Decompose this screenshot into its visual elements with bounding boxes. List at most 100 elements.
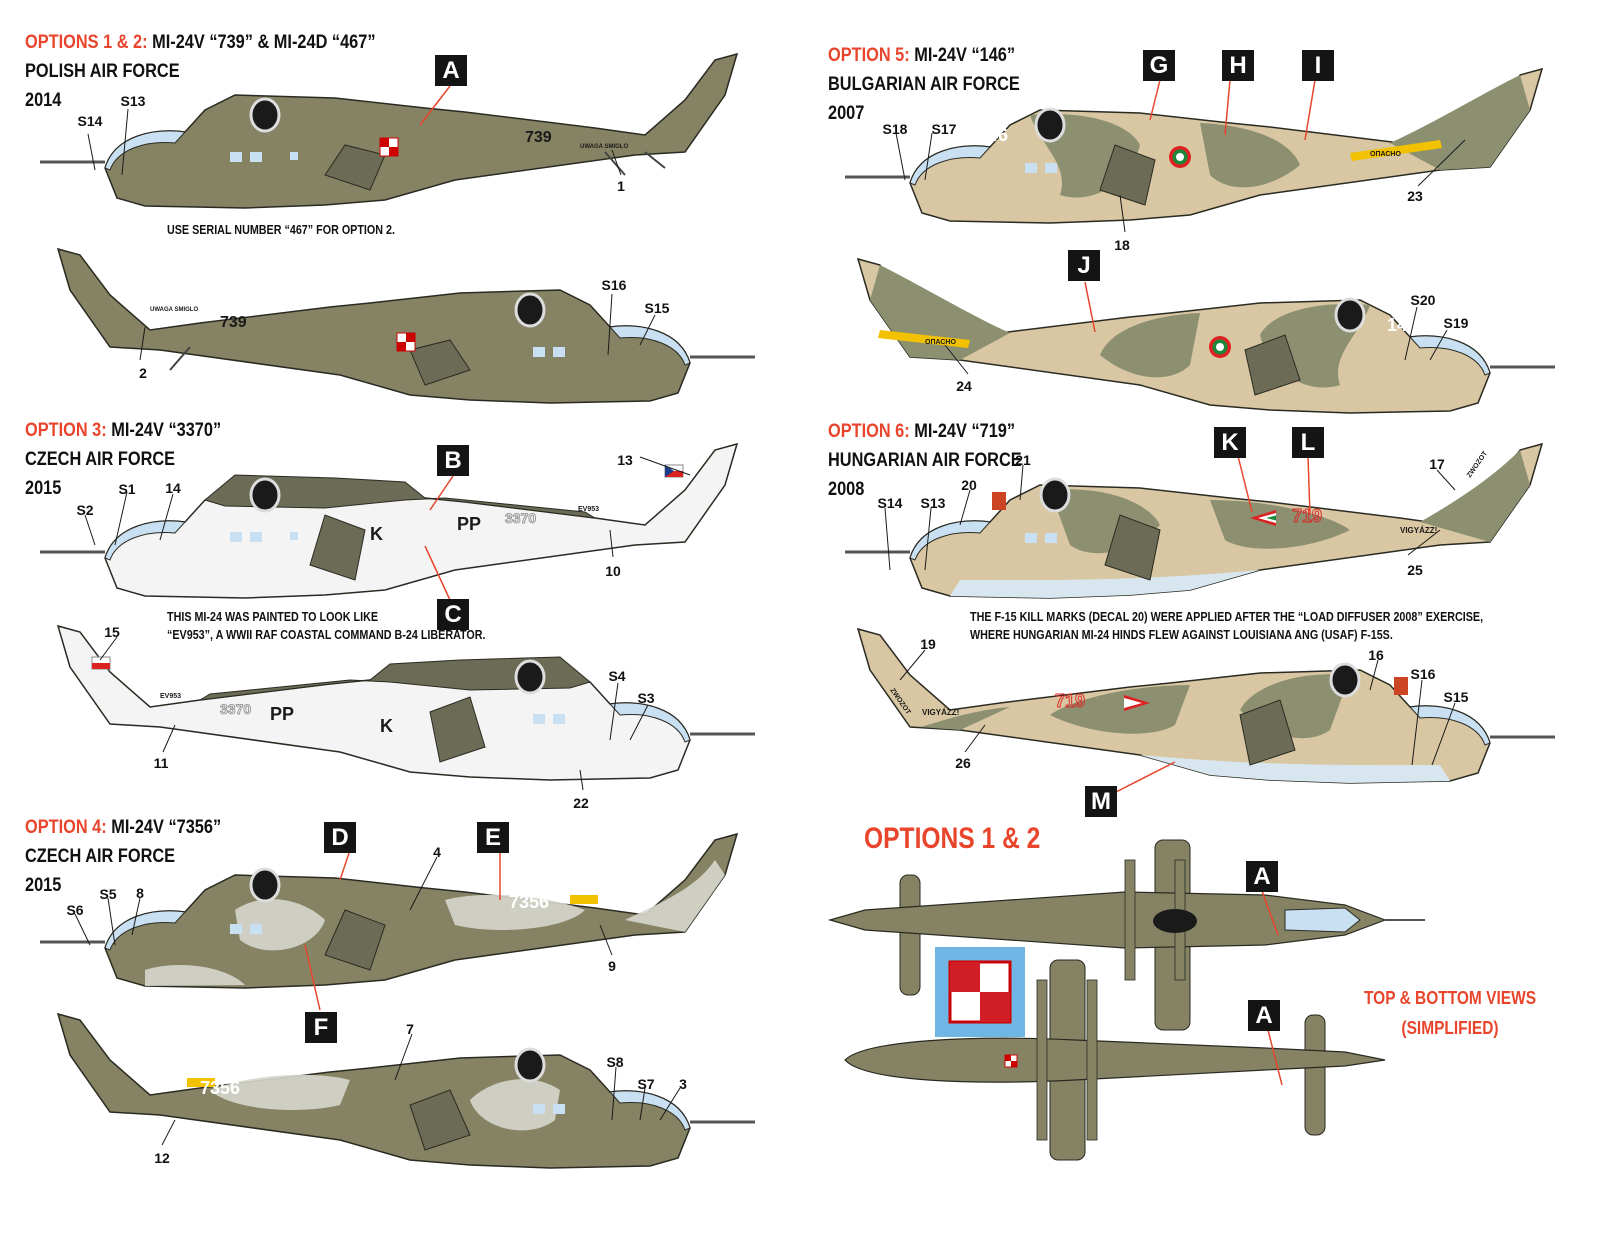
decal-number: S18 xyxy=(882,121,908,137)
option-label: OPTIONS 1 & 2: xyxy=(25,32,148,53)
model-label: MI-24V “739” & MI-24D “467” xyxy=(152,32,376,53)
year-label: 2007 xyxy=(828,103,865,124)
decal-number: 10 xyxy=(605,563,621,579)
paint-tag-b: B xyxy=(437,445,469,476)
decal-number: 7 xyxy=(406,1021,414,1037)
profile-polish-right: 739 UWAGA SMIGLO xyxy=(56,247,755,404)
air-force-label: CZECH AIR FORCE xyxy=(25,449,176,470)
tail-warning-text: UWAGA SMIGLO xyxy=(150,307,198,313)
decal-number: S6 xyxy=(66,902,84,918)
bottom-view xyxy=(844,959,1386,1161)
model-label: MI-24V “146” xyxy=(914,45,1016,66)
decal-number: 24 xyxy=(956,378,972,394)
paint-tag-h: H xyxy=(1222,50,1254,81)
paint-tag-e: E xyxy=(477,822,509,853)
plan-views xyxy=(827,839,1425,1161)
profile-polish-left: 739 UWAGA SMIGLO xyxy=(40,52,739,209)
decal-number: S8 xyxy=(606,1054,624,1070)
decal-number: S16 xyxy=(1410,666,1436,682)
paint-tag-a-top: A xyxy=(1246,861,1278,892)
decal-number: S2 xyxy=(76,502,94,518)
note-line: WHERE HUNGARIAN MI-24 HINDS FLEW AGAINST… xyxy=(970,628,1393,642)
option6-note: THE F-15 KILL MARKS (DECAL 20) WERE APPL… xyxy=(970,608,1483,644)
tail-warning-text: ОПАСНО xyxy=(925,339,956,346)
ev-serial: EV953 xyxy=(578,506,599,513)
option-label: OPTION 3: xyxy=(25,420,107,441)
decal-number: S13 xyxy=(120,93,146,109)
tail-warning-text: VIGYÁZZ! xyxy=(1400,526,1437,535)
decal-number: S16 xyxy=(601,277,627,293)
paint-tag-a: A xyxy=(435,55,467,86)
decal-number: 20 xyxy=(961,477,977,493)
option-label: OPTION 5: xyxy=(828,45,910,66)
option6-header: OPTION 6: MI-24V “719” HUNGARIAN AIR FOR… xyxy=(828,417,1022,504)
decal-number: 11 xyxy=(153,755,169,771)
option12-header: OPTIONS 1 & 2: MI-24V “739” & MI-24D “46… xyxy=(25,28,376,115)
profile-czech-3370-left: K PP 3370 EV953 xyxy=(40,442,739,599)
serial-number: 7356 xyxy=(200,1078,240,1098)
option-label: OPTION 4: xyxy=(25,817,107,838)
serial-number: 146 xyxy=(1387,315,1417,335)
squadron-code: PP xyxy=(457,514,481,534)
option3-note: THIS MI-24 WAS PAINTED TO LOOK LIKE “EV9… xyxy=(167,608,486,644)
year-label: 2015 xyxy=(25,875,62,896)
profile-czech-7356-left: 7356 xyxy=(40,832,739,989)
decal-number: 2 xyxy=(139,365,147,381)
polish-roundel-swatch xyxy=(935,947,1025,1037)
note-line: THE F-15 KILL MARKS (DECAL 20) WERE APPL… xyxy=(970,610,1484,624)
decal-number: 17 xyxy=(1429,456,1445,472)
decal-number: 23 xyxy=(1407,188,1423,204)
paint-tag-i: I xyxy=(1302,50,1334,81)
model-label: MI-24V “719” xyxy=(914,421,1016,442)
decal-number: 8 xyxy=(136,885,144,901)
profile-bulgarian-right: 146 ОПАСНО xyxy=(856,257,1555,414)
decal-number: 12 xyxy=(154,1150,170,1166)
decal-number: S14 xyxy=(77,113,103,129)
option4-header: OPTION 4: MI-24V “7356” CZECH AIR FORCE … xyxy=(25,813,221,900)
decal-number: 3 xyxy=(679,1076,687,1092)
profile-czech-3370-right: K PP 3370 EV953 xyxy=(56,624,755,781)
paint-tag-d: D xyxy=(324,822,356,853)
decal-number: 15 xyxy=(104,624,120,640)
option12-note: USE SERIAL NUMBER “467” FOR OPTION 2. xyxy=(167,223,395,237)
option3-header: OPTION 3: MI-24V “3370” CZECH AIR FORCE … xyxy=(25,416,221,503)
decal-number: 18 xyxy=(1114,237,1130,253)
squadron-code: PP xyxy=(270,704,294,724)
profile-hungarian-right: 719 VIGYÁZZ! ZWOZOT xyxy=(856,627,1555,784)
serial-number: 146 xyxy=(978,125,1008,145)
decal-number: S17 xyxy=(931,121,957,137)
paint-tag-j: J xyxy=(1068,250,1100,281)
paint-tag-a-bottom: A xyxy=(1248,1000,1280,1031)
paint-tag-f: F xyxy=(305,1012,337,1043)
note-line: “EV953”, A WWII RAF COASTAL COMMAND B-24… xyxy=(167,628,486,642)
paint-tag-c: C xyxy=(437,599,469,630)
serial-number: 739 xyxy=(525,129,552,146)
serial-number: 719 xyxy=(1055,691,1085,711)
serial-number: 7356 xyxy=(509,892,549,912)
model-label: MI-24V “7356” xyxy=(111,817,222,838)
aircraft-letter: K xyxy=(370,524,383,544)
decal-number: 14 xyxy=(165,480,181,496)
option5-header: OPTION 5: MI-24V “146” BULGARIAN AIR FOR… xyxy=(828,41,1020,128)
caption-line: (SIMPLIFIED) xyxy=(1401,1018,1499,1038)
air-force-label: BULGARIAN AIR FORCE xyxy=(828,74,1020,95)
air-force-label: CZECH AIR FORCE xyxy=(25,846,176,867)
paint-tag-l: L xyxy=(1292,427,1324,458)
top-view xyxy=(827,839,1425,1031)
air-force-label: POLISH AIR FORCE xyxy=(25,61,180,82)
caption-line: TOP & BOTTOM VIEWS xyxy=(1364,988,1537,1008)
serial-number: 719 xyxy=(1292,506,1322,526)
decal-number: 22 xyxy=(573,795,589,811)
decal-number: 21 xyxy=(1015,452,1031,468)
decal-number: S15 xyxy=(644,300,670,316)
decal-number: S13 xyxy=(920,495,946,511)
decal-number: S5 xyxy=(99,886,117,902)
tail-warning-text: ОПАСНО xyxy=(1370,151,1401,158)
decal-number: 19 xyxy=(920,636,936,652)
aircraft-letter: K xyxy=(380,716,393,736)
year-label: 2015 xyxy=(25,478,62,499)
profile-bulgarian-left: 146 ОПАСНО xyxy=(845,67,1544,224)
note-line: THIS MI-24 WAS PAINTED TO LOOK LIKE xyxy=(167,610,379,624)
